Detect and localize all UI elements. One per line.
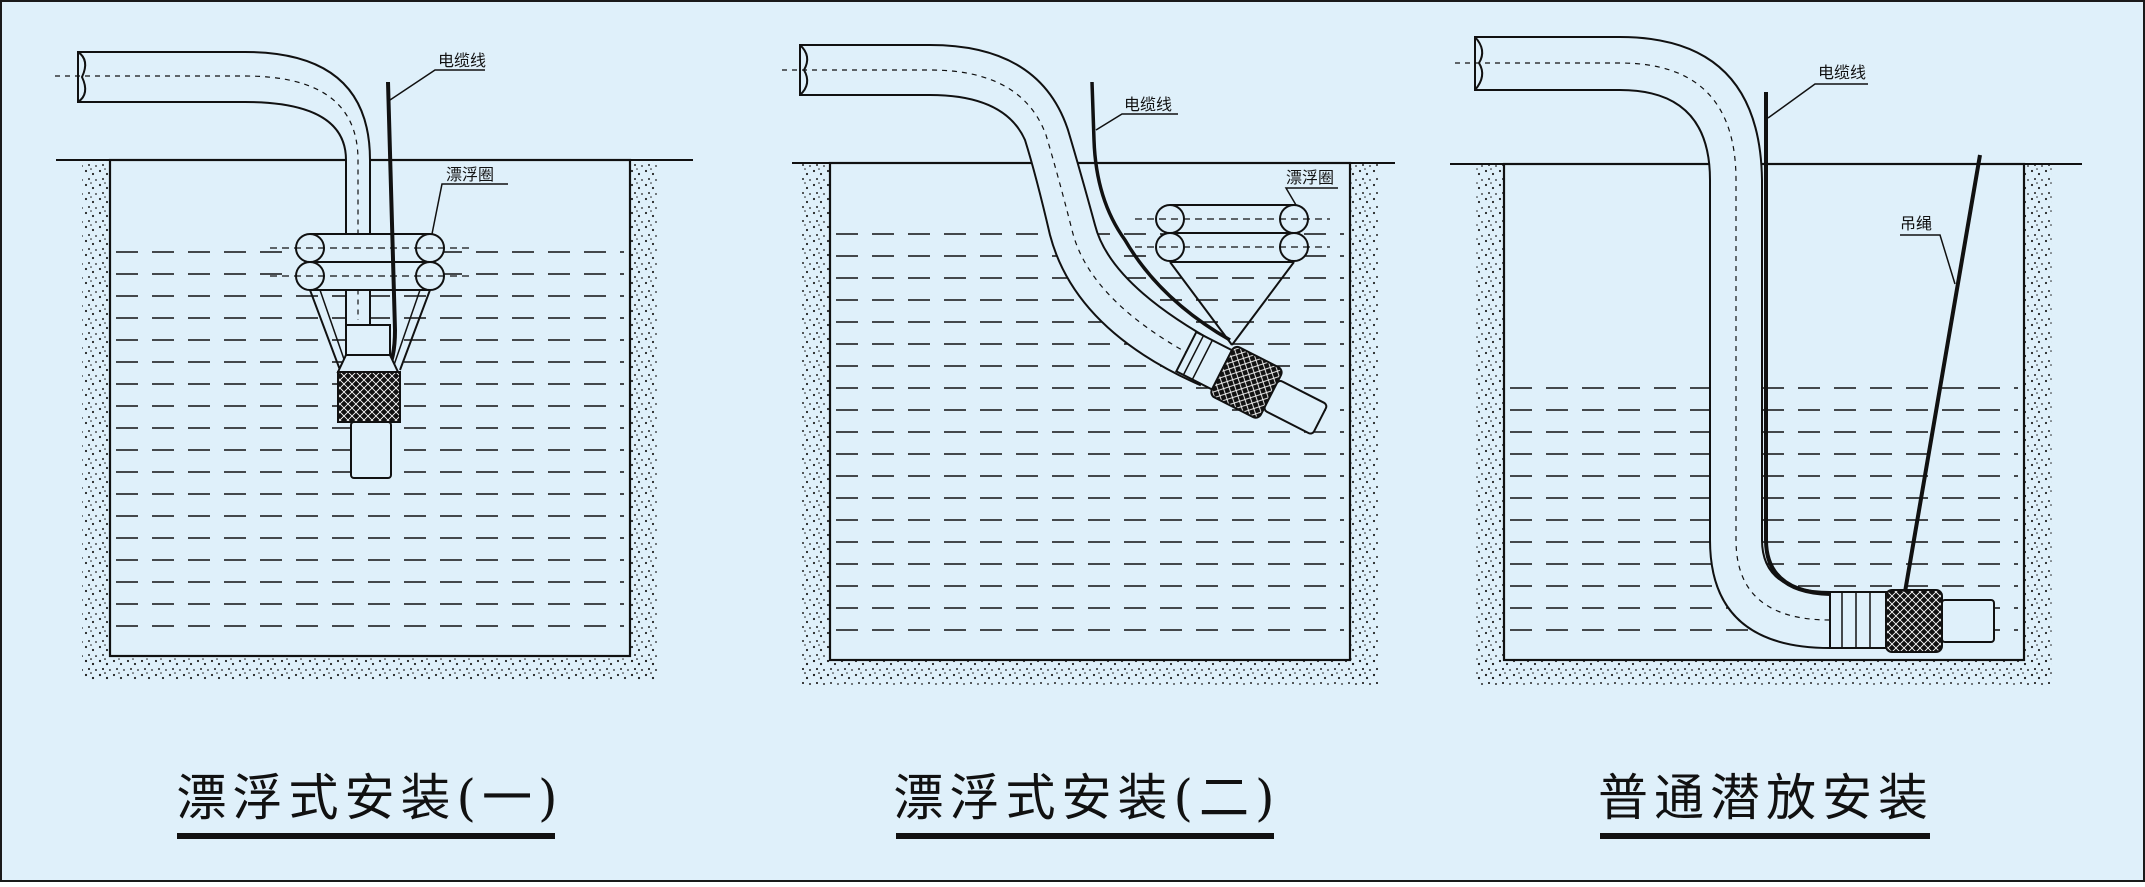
- hose-end: [77, 51, 87, 103]
- cable-label: 电缆线: [438, 51, 486, 70]
- submersible-pump: [1174, 330, 1328, 435]
- soil-bottom: [82, 656, 658, 682]
- rope-leader: [1900, 234, 1956, 285]
- lifting-rope: [1903, 154, 1982, 593]
- hose-end: [1474, 36, 1484, 91]
- float-label: 漂浮圈: [446, 165, 494, 184]
- water-level-lines: [836, 233, 1344, 631]
- float-ring: [270, 233, 470, 371]
- soil-bottom: [1476, 660, 2052, 686]
- float-ring: [1135, 204, 1330, 346]
- power-cable: [1090, 81, 1231, 342]
- soil-left: [802, 163, 830, 685]
- soil-left: [82, 160, 110, 682]
- panel-title: 普通潜放安装: [1598, 769, 1934, 827]
- rope-label: 吊绳: [1900, 214, 1932, 233]
- submersible-pump: [336, 324, 401, 479]
- cable-leader: [389, 69, 485, 101]
- cable-leader: [1767, 83, 1868, 119]
- panel-normal-submerged-install: 电缆线 吊绳 普通潜放安装: [1450, 36, 2082, 839]
- power-cable: [1764, 92, 1880, 596]
- soil-bottom: [802, 660, 1378, 685]
- cable-label: 电缆线: [1124, 95, 1172, 114]
- title-underline: [1600, 833, 1930, 839]
- cable-leader: [1095, 113, 1178, 131]
- hose-end: [799, 44, 809, 96]
- panel-title: 漂浮式安装(一): [176, 769, 563, 827]
- soil-right: [630, 160, 658, 682]
- soil-right: [2024, 164, 2052, 686]
- panel-title: 漂浮式安装(二): [893, 769, 1280, 827]
- hose-centerline: [1455, 62, 1831, 621]
- soil-right: [1350, 163, 1378, 685]
- submersible-pump: [1829, 589, 1995, 653]
- panel-floating-install-2: 电缆线 漂浮圈 漂浮式安装(二): [782, 44, 1395, 839]
- hose-centerline: [782, 69, 1211, 366]
- float-label: 漂浮圈: [1286, 168, 1334, 187]
- panel-floating-install-1: 电缆线 漂浮圈 漂浮式安装(一): [55, 51, 693, 839]
- cable-label: 电缆线: [1818, 63, 1866, 82]
- float-leader: [1284, 187, 1338, 206]
- title-underline: [177, 833, 555, 839]
- soil-left: [1476, 164, 1504, 686]
- float-leader: [431, 183, 508, 235]
- title-underline: [896, 833, 1274, 839]
